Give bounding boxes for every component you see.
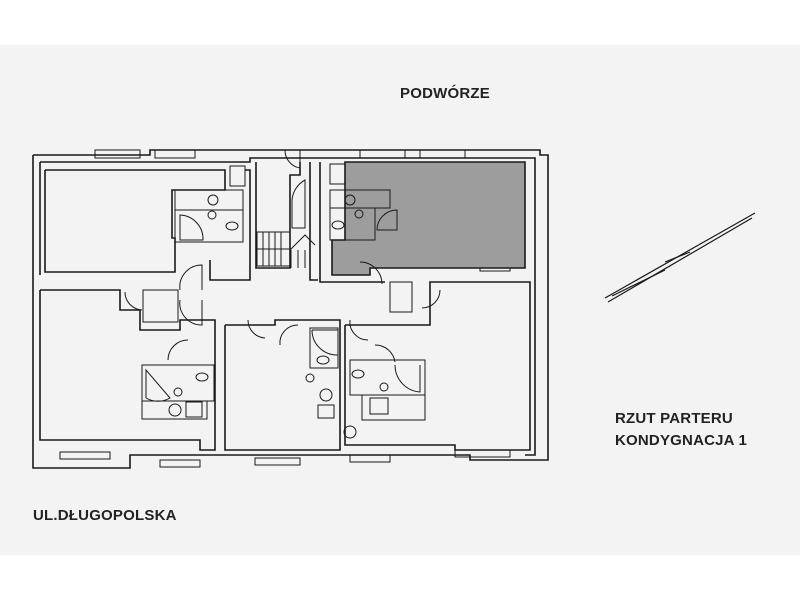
room-bottom-middle bbox=[224, 319, 341, 451]
stairs bbox=[256, 231, 316, 268]
stair-hall bbox=[255, 149, 318, 281]
room-bottom-left bbox=[39, 289, 216, 451]
plan-subtitle: KONDYGNACJA 1 bbox=[615, 432, 748, 449]
north-arrow-icon bbox=[604, 212, 756, 303]
room-top-right-highlighted bbox=[319, 161, 526, 283]
plan-sheet bbox=[0, 45, 800, 555]
plan-title: RZUT PARTERU bbox=[615, 410, 733, 427]
room-top-left bbox=[44, 165, 251, 281]
street-label: UL.DŁUGOPOLSKA bbox=[33, 507, 177, 524]
corridor-doors bbox=[124, 261, 441, 341]
yard-label: PODWÓRZE bbox=[400, 85, 490, 102]
room-bottom-right bbox=[343, 281, 531, 451]
